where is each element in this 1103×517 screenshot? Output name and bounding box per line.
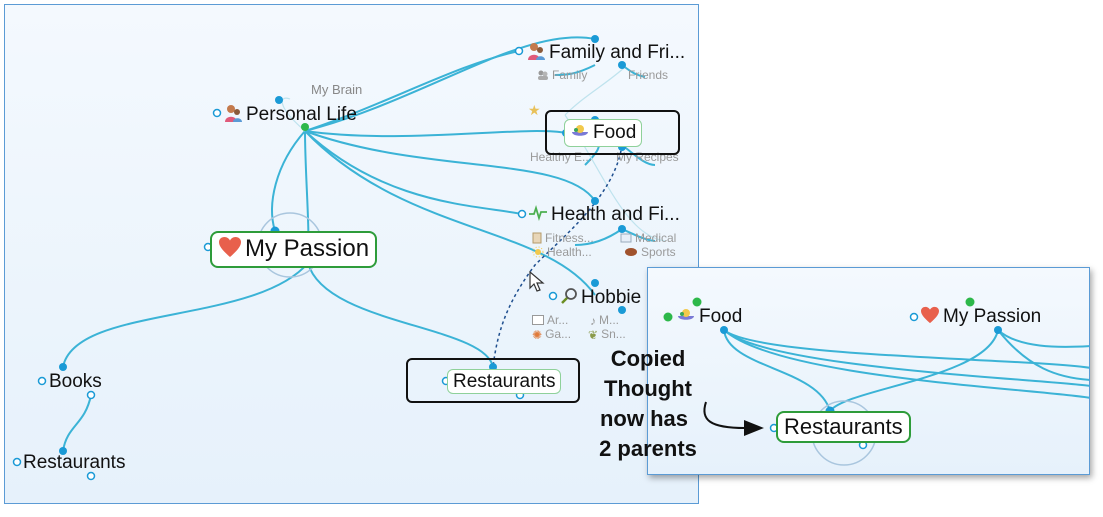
caption-line: Copied — [610, 346, 686, 371]
heart-icon — [218, 236, 242, 263]
thought-label: Health... — [547, 245, 592, 260]
magnifier-icon — [560, 287, 578, 309]
thought-food[interactable]: Food — [564, 119, 643, 147]
heartbeat-icon — [528, 205, 548, 225]
thought-label: My Passion — [943, 306, 1042, 328]
thought-family[interactable]: Family — [537, 69, 587, 83]
thought-family-and-friends[interactable]: Family and Fri... — [526, 41, 685, 65]
highlight-box-restaurants — [406, 358, 580, 403]
people-icon — [537, 69, 549, 83]
thought-label: Restaurants — [784, 414, 903, 439]
link-layer — [12, 35, 666, 481]
thought-my-brain[interactable]: My Brain — [311, 83, 362, 96]
caption-copied-thought: Copied Thought now has 2 parents — [583, 344, 713, 464]
thought-label: Books — [49, 371, 102, 392]
star-icon: ★ — [528, 102, 541, 118]
thought-health[interactable]: Health... — [532, 246, 592, 260]
thought-fitness[interactable]: Fitness... — [532, 232, 594, 246]
picture-icon — [532, 314, 544, 327]
caption-line: 2 parents — [599, 436, 697, 461]
thought-label: Friends — [628, 68, 669, 82]
food-bowl-icon — [570, 122, 590, 144]
thought-restaurants-copy[interactable]: Restaurants — [447, 369, 562, 394]
football-icon — [624, 247, 638, 259]
thought-label: Sports — [641, 245, 676, 259]
thought-label: My Brain — [311, 82, 363, 97]
leaf-icon: ❦ — [588, 327, 599, 342]
thought-label: Ar... — [547, 313, 569, 327]
note-icon: ♪ — [590, 313, 596, 328]
thought-medical[interactable]: Medical — [620, 232, 676, 246]
thought-friends[interactable]: Friends — [628, 69, 668, 81]
thought-label: Restaurants — [23, 452, 126, 473]
food-bowl-icon — [676, 306, 696, 328]
heart-icon — [920, 306, 940, 328]
thought-label: Food — [699, 306, 743, 328]
clipboard-icon — [532, 232, 542, 246]
sun-icon — [532, 246, 544, 260]
thought-label: Ga... — [545, 327, 572, 341]
thought-label: Medical — [635, 231, 677, 246]
thought-music[interactable]: ♪M... — [590, 314, 619, 327]
caption-line: now has — [599, 406, 688, 431]
mouse-cursor-icon — [529, 270, 545, 298]
thought-label: Family and Fri... — [549, 42, 686, 64]
medical-icon — [620, 232, 632, 246]
thought-games[interactable]: ✺Ga... — [532, 328, 571, 341]
thought-label: Health and Fi... — [551, 204, 680, 226]
thought-books[interactable]: Books — [49, 372, 102, 391]
thought-arts[interactable]: Ar... — [532, 314, 568, 327]
thought-hobbies[interactable]: Hobbie — [560, 287, 641, 309]
thought-personal-life[interactable]: Personal Life — [223, 103, 357, 127]
inset-thought-my-passion[interactable]: My Passion — [920, 306, 1041, 328]
thought-health-and-fitness[interactable]: Health and Fi... — [528, 205, 680, 225]
inset-thought-restaurants[interactable]: Restaurants — [776, 411, 911, 443]
highlight-box-food — [545, 110, 680, 155]
caption-line: Thought — [604, 376, 692, 401]
thought-label: Family — [552, 68, 588, 83]
thought-label: Personal Life — [246, 104, 357, 126]
thought-label: Hobbie — [581, 287, 642, 309]
thought-label: Restaurants — [453, 371, 556, 392]
active-thought-my-passion[interactable]: RestaurantsMy Passion — [210, 231, 378, 268]
thought-label: Fitness... — [545, 231, 594, 246]
main-brain-view[interactable]: My Brain Personal Life Family and Fri...… — [4, 4, 699, 504]
inset-zoom-view: Food My Passion Restaurants — [647, 267, 1090, 475]
gear-icon: ✺ — [532, 327, 543, 342]
person-icon — [223, 103, 243, 127]
thought-label: Sn... — [601, 327, 626, 341]
thought-label: My Passion — [245, 234, 370, 262]
person-icon — [526, 41, 546, 65]
thought-label: M... — [599, 313, 619, 327]
inset-link-layer — [663, 297, 1089, 466]
thought-snacks[interactable]: ❦Sn... — [588, 328, 626, 341]
thought-sports[interactable]: Sports — [624, 246, 676, 259]
thought-restaurants-child[interactable]: Restaurants — [23, 453, 125, 472]
thought-label: Food — [593, 122, 637, 144]
inset-thought-food[interactable]: Food — [676, 306, 742, 328]
